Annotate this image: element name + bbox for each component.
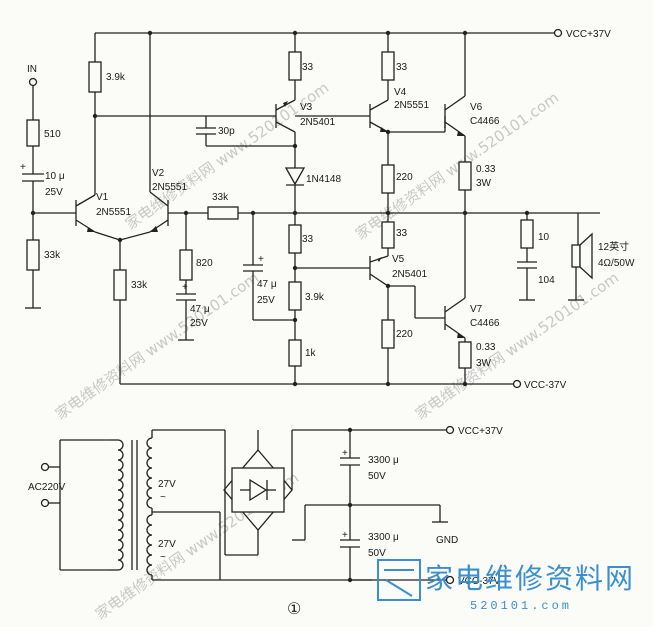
transformer-primary [117, 439, 124, 571]
c1-voltage: 50V [368, 471, 386, 482]
logo-text: 家电维修资料网 [425, 562, 635, 595]
r-33c-label: 33 [396, 228, 408, 239]
site-logo: 家电维修资料网 520101.com [377, 559, 635, 613]
v6-label: V6 [470, 102, 483, 113]
vcc-pos-label: VCC+37V [566, 29, 611, 40]
v5-type: 2N5401 [392, 269, 427, 280]
v1-label: V1 [96, 192, 109, 203]
r-v6-value: 0.33 [476, 164, 496, 175]
r-v6-watt: 3W [476, 178, 492, 189]
v6-type: C4466 [470, 116, 500, 127]
c-47b-value: 47 μ [257, 279, 277, 290]
c2-voltage: 50V [368, 548, 386, 559]
r-tail-label: 33k [131, 280, 148, 291]
r-220b-label: 220 [396, 329, 413, 340]
v2-type: 2N5551 [152, 182, 187, 193]
v4-type: 2N5551 [394, 100, 429, 111]
watermark-diagonal-4: 家电维修资料网 www.520101.com [412, 269, 622, 424]
r-fb-label: 33k [212, 192, 229, 203]
schematic-symbol-text: + [342, 530, 348, 541]
r-in-bias-label: 33k [44, 250, 61, 261]
input-terminal [28, 77, 38, 87]
r-v3e-label: 33 [302, 62, 314, 73]
schematic-symbol-text: + [342, 448, 348, 459]
r-220a-label: 220 [396, 172, 413, 183]
watermark-diagonal-3: 家电维修资料网 www.520101.com [52, 269, 262, 424]
c-47b-voltage: 25V [257, 295, 275, 306]
psu-vcc-pos-label: VCC+37V [458, 426, 503, 437]
r-v7-watt: 3W [476, 358, 492, 369]
r-10-label: 10 [538, 232, 550, 243]
r-top-label: 3.9k [106, 72, 126, 83]
sec2-label: 27V [158, 539, 176, 550]
c-30p-label: 30p [218, 126, 235, 137]
sec1-label: 27V [158, 479, 176, 490]
v2-label: V2 [152, 168, 165, 179]
v1-type: 2N5551 [96, 207, 131, 218]
speaker-label: 12英寸 [598, 240, 629, 253]
r-v4e-label: 33 [396, 62, 408, 73]
ac-input-label: AC220V [28, 482, 66, 493]
v7-label: V7 [470, 304, 483, 315]
v3-type: 2N5401 [300, 117, 335, 128]
figure-number: ① [287, 601, 301, 618]
r-33b-label: 33 [302, 234, 314, 245]
v5-label: V5 [392, 254, 405, 265]
c-104-label: 104 [538, 275, 555, 286]
speaker-spec: 4Ω/50W [598, 258, 635, 269]
logo-url: 520101.com [470, 599, 572, 613]
input-label: IN [27, 64, 37, 75]
c-in-value: 10 μ [45, 171, 65, 182]
v3-label: V3 [300, 102, 313, 113]
v7-type: C4466 [470, 318, 500, 329]
c1-value: 3300 μ [368, 455, 399, 466]
c2-value: 3300 μ [368, 532, 399, 543]
c-47a-value: 47 μ [190, 304, 210, 315]
r-in-label: 510 [44, 129, 61, 140]
schematic-symbol-text: + [182, 282, 188, 293]
schematic-symbol-text: + [258, 254, 264, 265]
psu-vcc-neg-label: VCC-37V [458, 576, 501, 587]
speaker-icon [571, 244, 581, 268]
c-47a-voltage: 25V [190, 318, 208, 329]
r-v7-value: 0.33 [476, 342, 496, 353]
schematic-symbol-text: + [20, 162, 26, 173]
schematic-symbol-text: ~ [160, 492, 166, 503]
c-in-voltage: 25V [45, 187, 63, 198]
v4-label: V4 [394, 87, 407, 98]
vcc-neg-label: VCC-37V [524, 380, 567, 391]
schematic-symbol-text: ~ [160, 552, 166, 563]
gnd-label: GND [436, 535, 458, 546]
diode-label: 1N4148 [306, 174, 341, 185]
r-39k-label: 3.9k [305, 292, 325, 303]
r-820-label: 820 [196, 258, 213, 269]
r-1k-label: 1k [305, 348, 317, 359]
